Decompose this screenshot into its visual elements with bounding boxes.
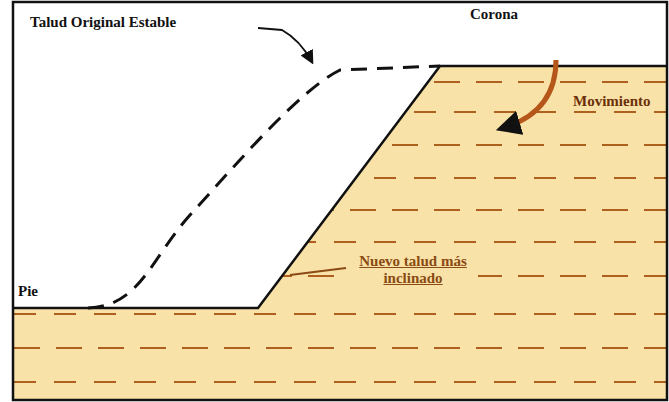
crest-label: Corona [470,6,518,23]
ground-mass [14,66,666,400]
strata-dash [14,347,666,349]
strata-dash [14,177,666,179]
leader-line [290,268,346,275]
strata-dash [14,241,666,243]
new-slope-label: Nuevo talud más inclinado [348,252,478,289]
toe-label: Pie [18,283,38,300]
movement-arrow [503,60,556,128]
strata-dash [14,81,666,83]
strata-dash [14,313,666,315]
strata-dash [14,111,666,113]
strata-dash [14,209,666,211]
strata-dash [14,381,666,383]
soil-strata [14,82,666,382]
movement-label: Movimiento [570,92,653,111]
new-slope-surface [14,66,666,308]
strata-dash [14,275,666,277]
strata-dash [14,144,666,146]
leader-line [258,28,312,62]
frame [13,2,667,400]
title-label: Talud Original Estable [30,14,176,31]
